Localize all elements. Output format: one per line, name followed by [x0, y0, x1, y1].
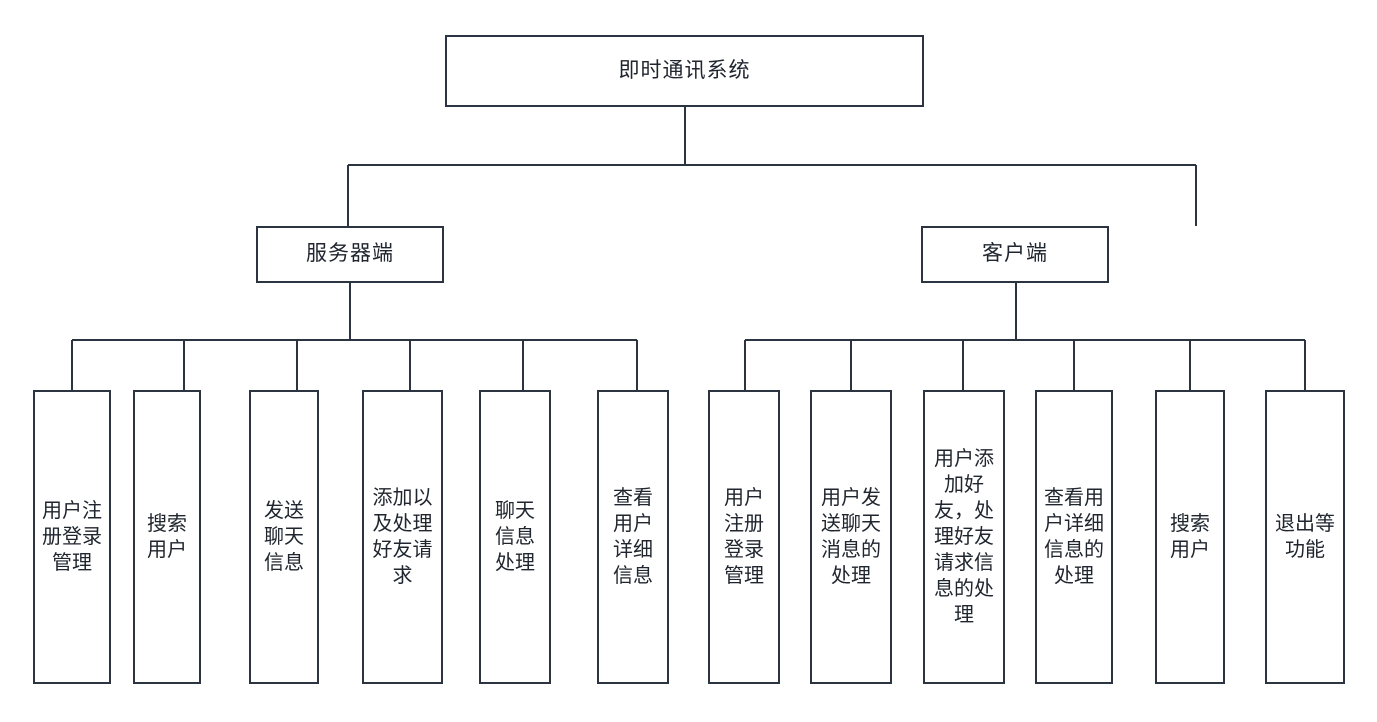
node-server-leaf-1-label: 用户注册登录管理 [42, 500, 102, 574]
node-client-leaf-4-label: 查看用户详细信息的处理 [1044, 487, 1104, 587]
node-client-leaf-1[interactable]: 用户注册登录管理 [708, 390, 780, 684]
node-server-leaf-6-label: 查看用户详细信息 [613, 487, 653, 587]
node-client-leaf-2-label: 用户发送聊天消息的处理 [821, 487, 881, 587]
node-client-leaf-6-label: 退出等功能 [1275, 513, 1335, 561]
node-client-leaf-5[interactable]: 搜索用户 [1155, 390, 1225, 684]
node-server-leaf-1[interactable]: 用户注册登录管理 [33, 390, 111, 684]
node-client-leaf-1-label: 用户注册登录管理 [724, 487, 764, 587]
node-client-leaf-3[interactable]: 用户添加好友，处理好友请求信息的处理 [923, 390, 1005, 684]
node-client-leaf-2[interactable]: 用户发送聊天消息的处理 [810, 390, 892, 684]
node-server-leaf-5-label: 聊天信息处理 [495, 500, 535, 574]
node-client-leaf-3-label: 用户添加好友，处理好友请求信息的处理 [934, 448, 994, 626]
node-root[interactable]: 即时通讯系统 [445, 35, 924, 107]
node-client-leaf-5-label: 搜索用户 [1170, 513, 1210, 561]
node-server-leaf-6[interactable]: 查看用户详细信息 [597, 390, 669, 684]
node-server-label: 服务器端 [306, 242, 394, 266]
node-server-leaf-4[interactable]: 添加以及处理好友请求 [362, 390, 443, 684]
node-server-leaf-2-label: 搜索用户 [147, 513, 187, 561]
node-server-leaf-4-label: 添加以及处理好友请求 [372, 487, 433, 587]
node-client-label: 客户端 [982, 242, 1048, 266]
node-client-leaf-4[interactable]: 查看用户详细信息的处理 [1035, 390, 1113, 684]
node-server-leaf-2[interactable]: 搜索用户 [133, 390, 201, 684]
node-client-leaf-6[interactable]: 退出等功能 [1265, 390, 1345, 684]
node-root-label: 即时通讯系统 [618, 58, 751, 82]
node-server-leaf-3-label: 发送聊天信息 [264, 500, 304, 574]
node-server-leaf-5[interactable]: 聊天信息处理 [479, 390, 551, 684]
node-server-leaf-3[interactable]: 发送聊天信息 [249, 390, 319, 684]
node-client[interactable]: 客户端 [921, 226, 1109, 283]
node-server[interactable]: 服务器端 [256, 226, 444, 283]
